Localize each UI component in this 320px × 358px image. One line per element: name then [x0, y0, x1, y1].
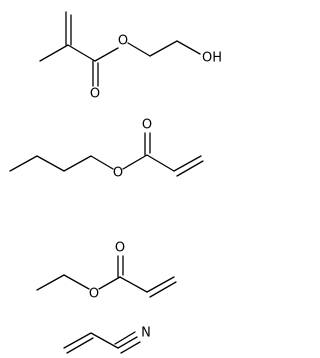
- chemical-structures-diagram: O O OH O O O O: [9, 11, 222, 354]
- bond: [9, 155, 38, 172]
- bond: [36, 274, 65, 291]
- atom-o-ester: O: [89, 287, 99, 302]
- bond: [63, 332, 92, 349]
- bond: [36, 155, 65, 172]
- bond: [176, 160, 204, 177]
- bond: [63, 155, 92, 172]
- bond: [119, 276, 148, 293]
- bond: [114, 331, 136, 345]
- bond: [67, 44, 96, 62]
- atom-o-carbonyl: O: [90, 87, 100, 102]
- bond: [120, 341, 141, 354]
- bond: [122, 154, 148, 170]
- bond: [90, 332, 119, 349]
- molecule-acrylonitrile: N: [63, 326, 151, 354]
- bond: [173, 155, 202, 172]
- atom-o-carbonyl: O: [142, 118, 152, 133]
- molecule-butyl-acrylate: O O: [9, 118, 204, 181]
- bond: [117, 336, 138, 349]
- molecule-ethyl-acrylate: O O: [36, 241, 177, 302]
- atom-o-ester: O: [113, 166, 123, 181]
- atom-n: N: [141, 326, 151, 341]
- bond: [127, 42, 151, 57]
- bond: [39, 44, 69, 62]
- bond: [149, 281, 177, 298]
- atom-o-carbonyl: O: [115, 241, 125, 256]
- bond: [176, 40, 201, 55]
- bond: [66, 337, 94, 354]
- atom-oh: OH: [202, 51, 222, 66]
- bond: [90, 155, 114, 170]
- bond: [94, 47, 119, 62]
- atom-o-ester: O: [118, 34, 128, 49]
- bond: [98, 276, 121, 290]
- bond: [146, 154, 175, 172]
- bond: [149, 40, 178, 57]
- molecule-hydroxyethyl-methacrylate: O O OH: [39, 11, 222, 102]
- structure-canvas: O O OH O O O O: [9, 11, 222, 354]
- bond: [146, 276, 175, 293]
- bond: [63, 274, 90, 290]
